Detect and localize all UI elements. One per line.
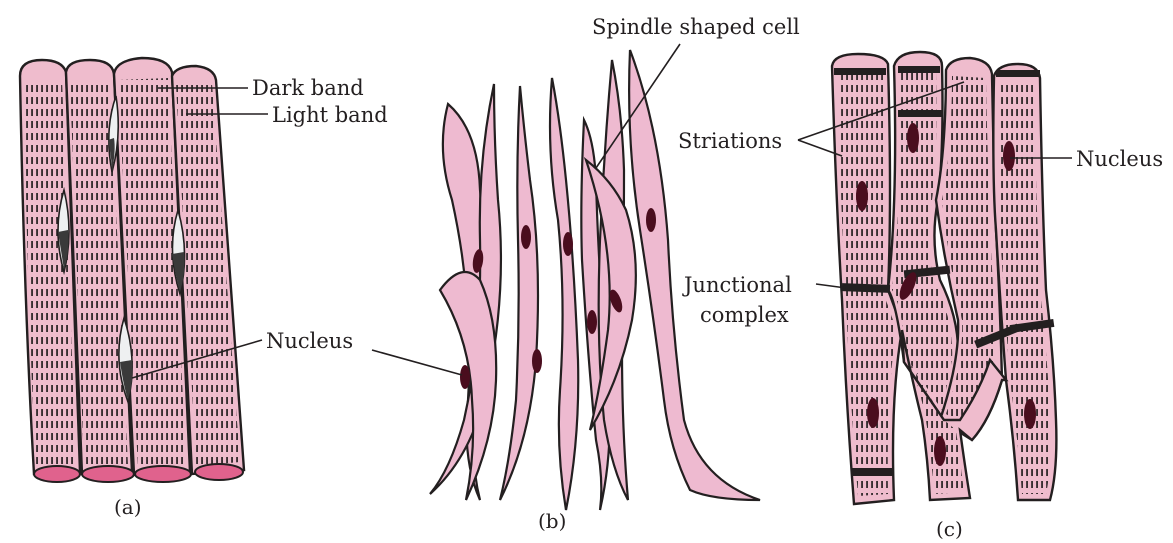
smooth-nucleus: [563, 232, 573, 256]
junctional-complex-label-line1: Junctional: [682, 273, 792, 297]
panel-a-skeletal-muscle: Dark band Light band Nucleus (a): [20, 58, 388, 519]
smooth-nucleus: [587, 310, 597, 334]
caption-a: (a): [114, 495, 142, 519]
smooth-nucleus: [521, 225, 531, 249]
junctional-complex-label-line2: complex: [700, 303, 789, 327]
caption-b: (b): [538, 509, 566, 533]
nucleus-label-a: Nucleus: [266, 329, 353, 353]
smooth-nucleus: [646, 208, 656, 232]
cardiac-nucleus: [1003, 141, 1015, 171]
smooth-nucleus: [460, 365, 470, 389]
smooth-nucleus: [532, 349, 542, 373]
spindle-cell: [500, 86, 538, 500]
cardiac-nucleus: [856, 181, 868, 211]
nucleus-label-c: Nucleus: [1076, 147, 1163, 171]
caption-c: (c): [936, 517, 963, 541]
spindle-cell-label: Spindle shaped cell: [592, 15, 800, 39]
panel-c-cardiac-muscle: Striations Nucleus Junctional complex (c…: [678, 52, 1163, 541]
light-band-label: Light band: [272, 103, 388, 127]
dark-band-label: Dark band: [252, 76, 364, 100]
cardiac-nucleus: [867, 398, 879, 428]
cardiac-nucleus: [934, 436, 946, 466]
cardiac-nucleus: [1024, 399, 1036, 429]
striations-label: Striations: [678, 129, 782, 153]
spindle-cell: [550, 78, 578, 510]
cardiac-nucleus: [907, 123, 919, 153]
